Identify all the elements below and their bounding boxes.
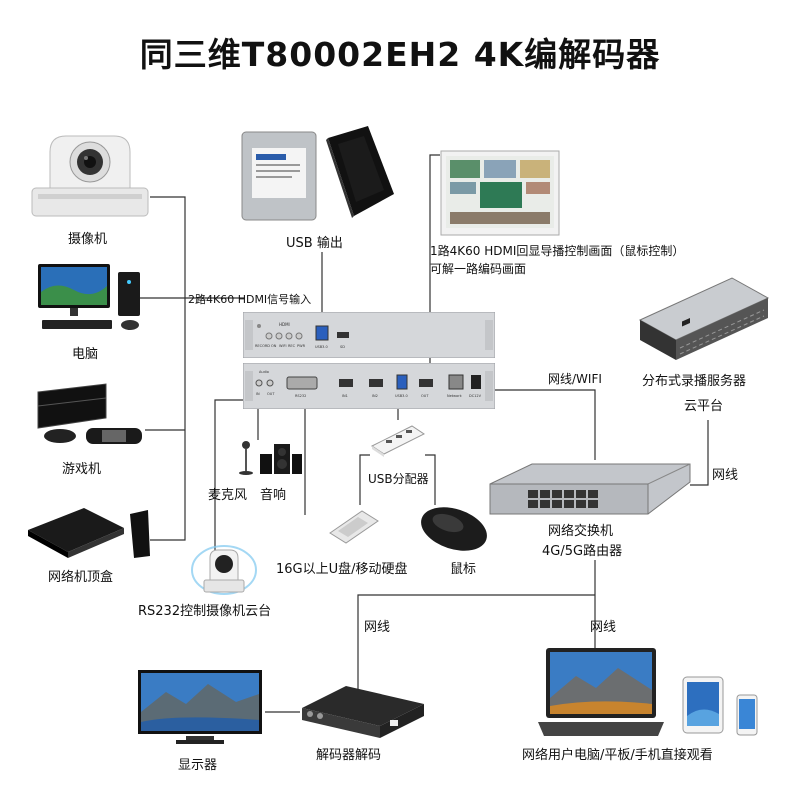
net-wifi-label: 网线/WIFI: [548, 370, 602, 387]
back-port-3: IN1: [342, 394, 348, 398]
front-sd-text: SD: [340, 345, 345, 349]
mouse-image: [418, 505, 492, 553]
usb-hub-label: USB分配器: [368, 470, 429, 487]
hdmi-in-label: 2路4K60 HDMI信号输入: [188, 291, 311, 307]
switch-label-line1: 网络交换机: [548, 520, 613, 539]
phone-image: [736, 694, 758, 736]
microphone-image: [236, 440, 256, 476]
mouse-label: 鼠标: [450, 558, 476, 577]
cloud-label: 云平台: [684, 395, 723, 414]
wire-right-label: 网线: [712, 464, 738, 483]
front-port-0: RECORD: [255, 344, 270, 348]
clients-label: 网络用户电脑/平板/手机直接观看: [522, 744, 713, 763]
back-port-7: Network: [447, 394, 463, 398]
tablet-image: [682, 676, 724, 734]
speaker-image: [258, 442, 304, 476]
game-console-image: [36, 378, 148, 446]
wire-left-bottom-label: 网线: [364, 616, 390, 635]
director-monitor-image: [440, 150, 560, 238]
camera-label: 摄像机: [68, 228, 107, 247]
hdmi-out-label-line2: 可解一路编码画面: [430, 260, 526, 277]
back-audio-text: Audio: [259, 370, 269, 374]
mic-label: 麦克风: [208, 484, 247, 503]
front-port-2: WIFI: [279, 344, 287, 348]
display-label: 显示器: [178, 754, 217, 773]
display-tv-image: [136, 668, 264, 748]
rs232-label: RS232控制摄像机云台: [138, 600, 271, 619]
recording-server-image: [636, 272, 772, 362]
encoder-front-panel: HDMI RECORD ON WIFI REC PWR USB3.0 SD: [243, 312, 495, 358]
portable-drive-image: [324, 124, 398, 220]
speaker-label: 音响: [260, 484, 286, 503]
udisk-label: 16G以上U盘/移动硬盘: [276, 558, 408, 577]
back-port-6: OUT: [421, 394, 429, 398]
front-port-1: ON: [271, 344, 277, 348]
back-port-1: OUT: [267, 392, 275, 396]
pc-image: [36, 262, 146, 332]
back-port-8: DC12V: [469, 394, 482, 398]
back-port-5: USB3.0: [395, 394, 408, 398]
switch-label-line2: 4G/5G路由器: [542, 540, 622, 559]
usb-hub-image: [368, 422, 428, 460]
back-port-0: IN: [256, 392, 260, 396]
usb-flash-drive-image: [328, 505, 380, 545]
set-top-box-image: [24, 500, 152, 562]
wire-right-bottom-label: 网线: [590, 616, 616, 635]
back-port-2: RS232: [295, 394, 306, 398]
network-switch-image: [488, 462, 692, 516]
pc-label: 电脑: [72, 343, 98, 362]
server-label: 分布式录播服务器: [642, 370, 746, 389]
usb-out-label: USB 输出: [286, 232, 343, 251]
hard-disk-image: [238, 130, 320, 222]
rs232-camera-image: [190, 540, 258, 598]
front-hdmi-text: HDMI: [279, 322, 290, 327]
front-usb-text: USB3.0: [315, 345, 328, 349]
front-port-4: PWR: [297, 344, 306, 348]
encoder-back-panel: Audio IN OUT RS232 IN1 IN2 USB3.0 OUT Ne…: [243, 363, 495, 409]
decoder-box-image: [298, 680, 428, 740]
hdmi-out-label-line1: 1路4K60 HDMI回显导播控制画面（鼠标控制）: [430, 242, 684, 259]
back-port-4: IN2: [372, 394, 378, 398]
laptop-image: [536, 646, 666, 738]
game-label: 游戏机: [62, 458, 101, 477]
front-port-3: REC: [288, 344, 296, 348]
decoder-label: 解码器解码: [316, 744, 381, 763]
stb-label: 网络机顶盒: [48, 566, 113, 585]
ptz-camera-image: [30, 130, 150, 218]
